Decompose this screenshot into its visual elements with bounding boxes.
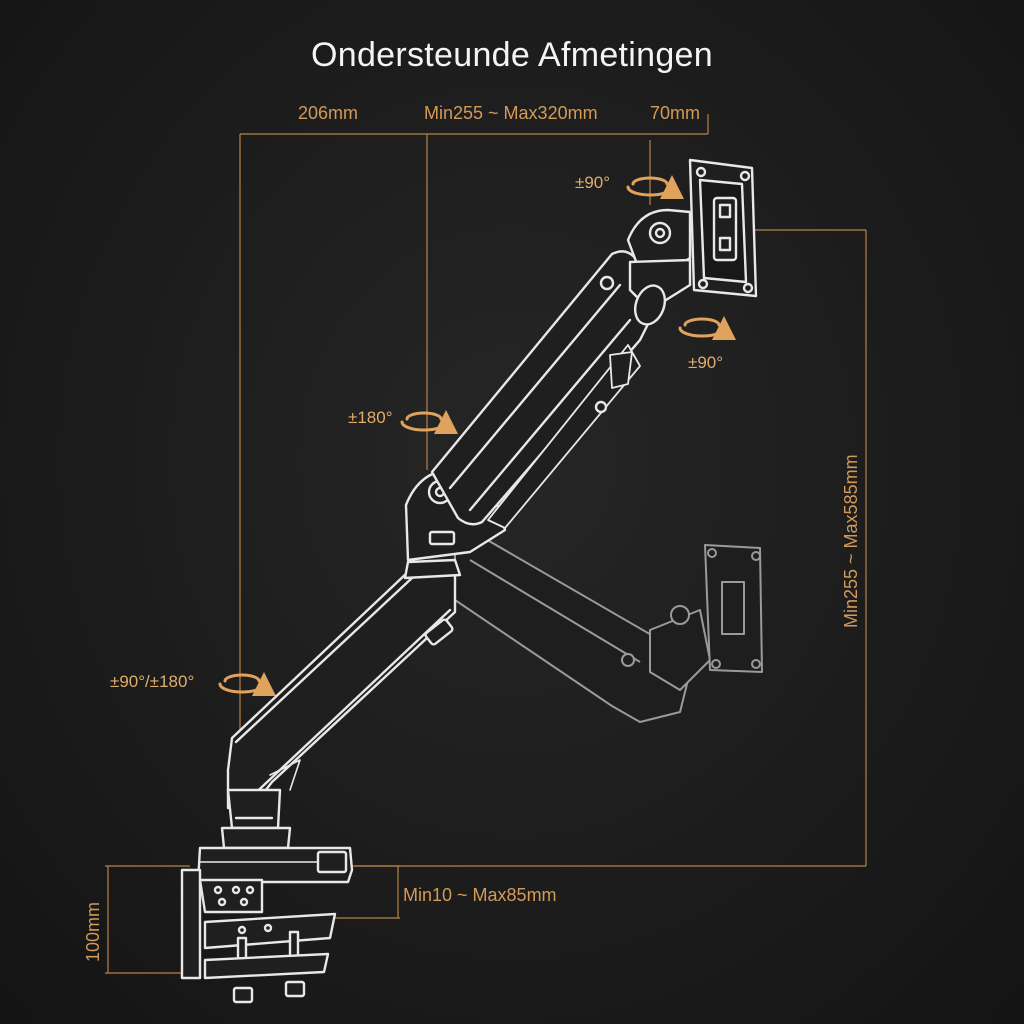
clamp-body (180, 868, 202, 980)
rotate-arrow-middle-joint-icon (400, 410, 458, 435)
rotation-head-tilt-label: ±90° (688, 353, 724, 372)
dim-desk-thickness: Min10 ~ Max85mm (403, 885, 557, 905)
rotation-top-head-label: ±90° (575, 173, 611, 192)
dim-clamp-height: 100mm (83, 901, 103, 962)
vesa-plate (688, 158, 758, 298)
upper-arm (430, 250, 662, 526)
ghost-vesa-plate (704, 544, 763, 673)
diagram-title: Ondersteunde Afmetingen (311, 36, 713, 74)
monitor-arm (180, 158, 758, 1004)
dim-top-left: 206mm (298, 103, 359, 123)
rotate-arrow-top-head-icon (626, 175, 684, 200)
rotation-base-label: ±90°/±180° (110, 672, 195, 691)
dim-top-right: 70mm (650, 103, 701, 123)
dim-height-range: Min255 ~ Max585mm (841, 454, 861, 628)
rotation-middle-joint-label: ±180° (348, 408, 393, 427)
rotate-arrow-base-icon (218, 672, 276, 697)
base-pole (226, 788, 282, 830)
rotate-arrow-head-tilt-icon (678, 316, 736, 341)
rotation-arrows (218, 175, 736, 697)
folded-arm-ghost (454, 529, 763, 723)
dim-top-mid: Min255 ~ Max320mm (424, 103, 598, 123)
